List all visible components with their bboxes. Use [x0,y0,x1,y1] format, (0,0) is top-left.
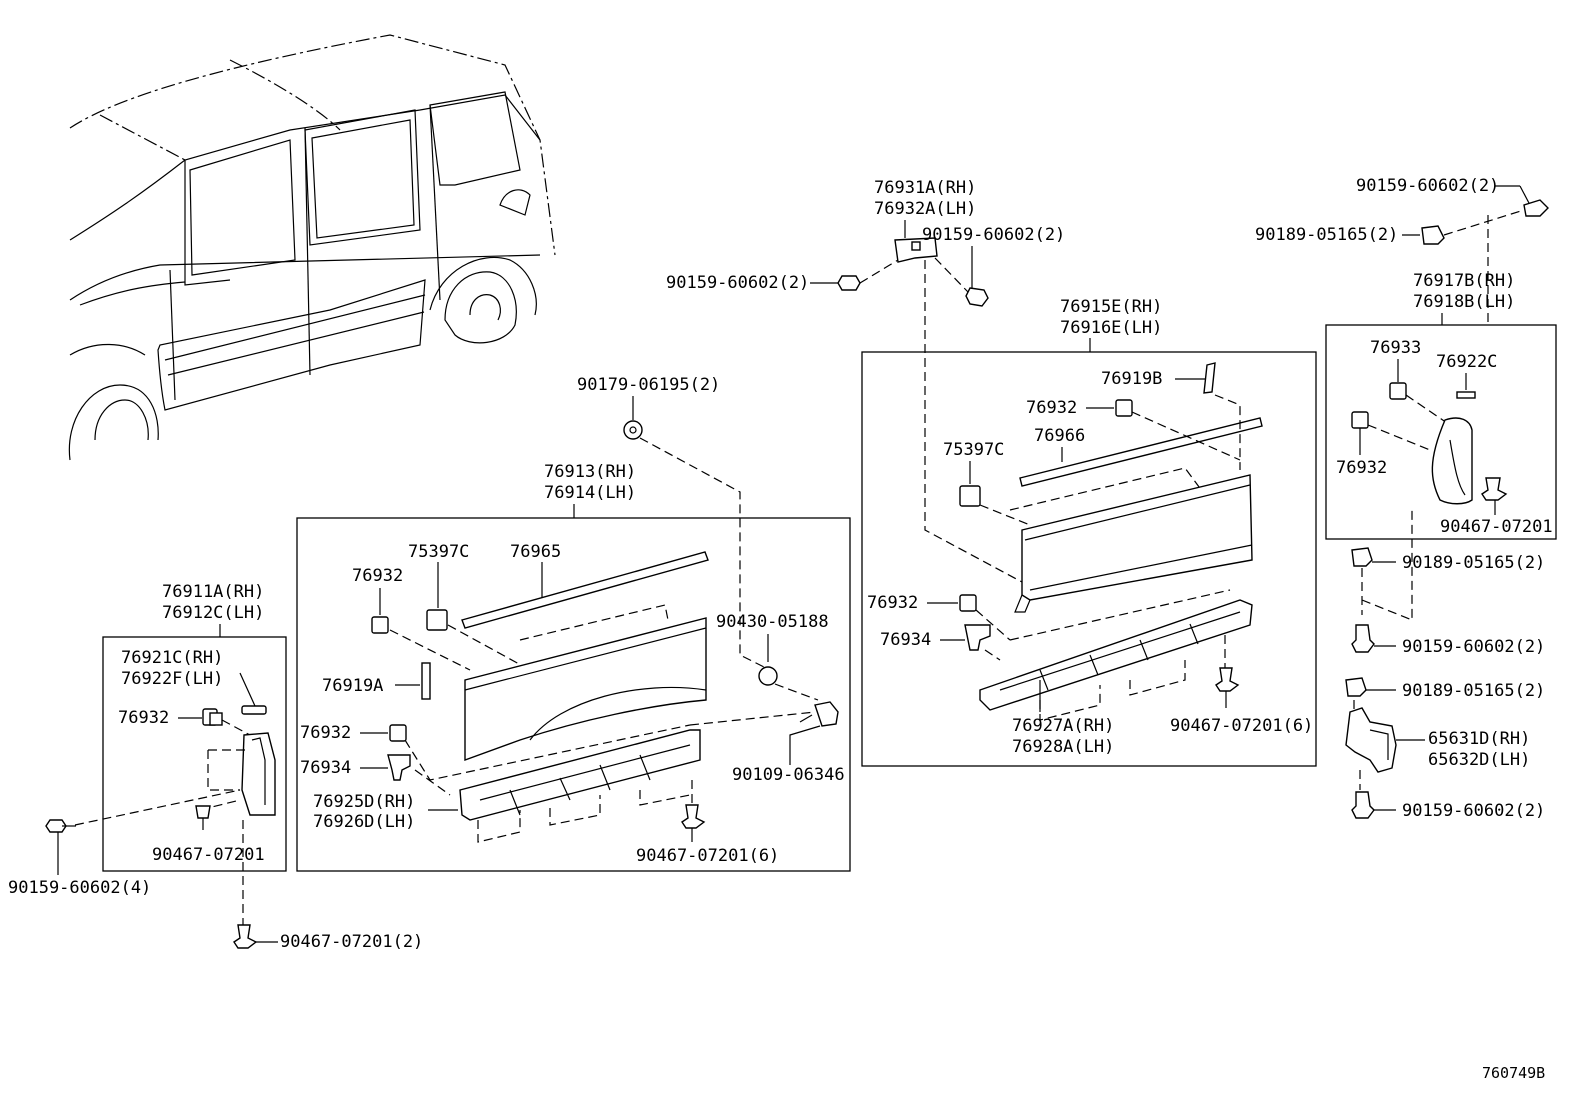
label-90467-07201-2: 90467-07201(2) [280,932,423,952]
bolt-90159-c [1351,791,1375,819]
protector-76921c [241,705,267,715]
label-76918b: 76918B(LH) [1413,292,1515,312]
label-90467-07201-6-center: 90467-07201(6) [636,846,779,866]
label-90179-06195: 90179-06195(2) [577,375,720,395]
label-76934-center: 76934 [300,758,351,778]
label-90430-05188: 90430-05188 [716,612,829,632]
label-76913: 76913(RH) [544,462,636,482]
label-76932-middle: 76932 [1026,398,1077,418]
label-76928a: 76928A(LH) [1012,737,1114,757]
label-76914: 76914(LH) [544,483,636,503]
clip-76934-middle [964,624,991,651]
mudguard-76917b [1431,417,1473,505]
label-76917b: 76917B(RH) [1413,271,1515,291]
label-76919b: 76919B [1101,369,1162,389]
label-76915e: 76915E(RH) [1060,297,1162,317]
clip-90189-a [1421,225,1445,245]
label-90159-60602-2-a: 90159-60602(2) [1356,176,1499,196]
molding-76915e [1021,474,1253,601]
clip-76934-center [387,754,411,781]
label-76934-middle: 76934 [880,630,931,650]
label-90189-05165-2-c: 90189-05165(2) [1402,681,1545,701]
label-76932a: 76932A(LH) [874,199,976,219]
clip-90467-middle [1215,667,1240,692]
clip-75397c-middle [959,485,981,507]
label-76966: 76966 [1034,426,1085,446]
bolt-90159-d [837,275,861,291]
label-75397c-middle: 75397C [943,440,1004,460]
clip-90189-c [1345,677,1367,697]
label-76932-middle2: 76932 [867,593,918,613]
clip-75397c-center [426,609,448,631]
label-75397c-center: 75397C [408,542,469,562]
label-90159-60602-2-e: 90159-60602(2) [922,225,1065,245]
washer-90430 [758,666,778,686]
label-76921c: 76921C(RH) [121,648,223,668]
clip-76932-center [371,616,389,634]
bolt-90159-a [1523,199,1549,217]
label-76932-left: 76932 [118,708,169,728]
label-76926d: 76926D(LH) [313,812,415,832]
molding-76966 [1019,417,1263,487]
label-76927a: 76927A(RH) [1012,716,1114,736]
label-90189-05165-2-b: 90189-05165(2) [1402,553,1545,573]
label-90159-60602-2-b: 90159-60602(2) [1402,637,1545,657]
clip-76932-right [1351,411,1369,429]
label-65631d: 65631D(RH) [1428,729,1530,749]
molding-76965 [461,551,709,629]
retainer-76927a [979,599,1253,711]
bolt-90159-left [45,819,67,833]
bolt-90159-b [1351,624,1375,653]
clip-90467-right [1481,477,1508,501]
label-76916e: 76916E(LH) [1060,318,1162,338]
box-76911a-group [102,636,287,872]
retainer-76925d [459,729,701,821]
clip-90467-left [195,805,211,819]
clip-76932-middle [1115,399,1133,417]
bolt-90159-e [965,287,989,307]
label-90159-60602-2-c: 90159-60602(2) [1402,801,1545,821]
label-76931a: 76931A(RH) [874,178,976,198]
box-76915e-group [861,351,1317,767]
tape-76919b [1203,362,1216,394]
clip-90189-b [1351,547,1373,567]
protector-76922c [1456,391,1476,399]
label-90159-60602-2-d: 90159-60602(2) [666,273,809,293]
label-90109-06346: 90109-06346 [732,765,845,785]
label-90189-05165-2-a: 90189-05165(2) [1255,225,1398,245]
screw-90109 [814,701,839,727]
vehicle-illustration [68,34,556,461]
mudflap-65631d [1345,707,1397,773]
clip-76932-center2 [389,724,407,742]
label-76912c: 76912C(LH) [162,603,264,623]
clip-76933 [1389,382,1407,400]
label-90467-left: 90467-07201 [152,845,265,865]
label-76925d: 76925D(RH) [313,792,415,812]
label-76932-center: 76932 [352,566,403,586]
label-76965: 76965 [510,542,561,562]
label-76932-right: 76932 [1336,458,1387,478]
label-76933: 76933 [1370,338,1421,358]
label-90159-60602-4: 90159-60602(4) [8,878,151,898]
label-76932-center2: 76932 [300,723,351,743]
label-90467-07201-6-middle: 90467-07201(6) [1170,716,1313,736]
clip-90467-bottom [233,924,258,949]
clip-90467-center [681,804,706,829]
label-90467-right: 90467-07201 [1440,517,1553,537]
label-76922f: 76922F(LH) [121,669,223,689]
tape-76919a [421,662,431,700]
molding-76913 [464,617,707,761]
box-76917b-group [1325,324,1557,540]
diagram-code: 760749B [1482,1064,1545,1082]
clip-76932-middle2 [959,594,977,612]
nut-90179 [623,420,643,440]
label-76911a: 76911A(RH) [162,582,264,602]
mudguard-76911a [241,732,276,816]
label-76919a: 76919A [322,676,383,696]
label-65632d: 65632D(LH) [1428,750,1530,770]
label-76922c: 76922C [1436,352,1497,372]
